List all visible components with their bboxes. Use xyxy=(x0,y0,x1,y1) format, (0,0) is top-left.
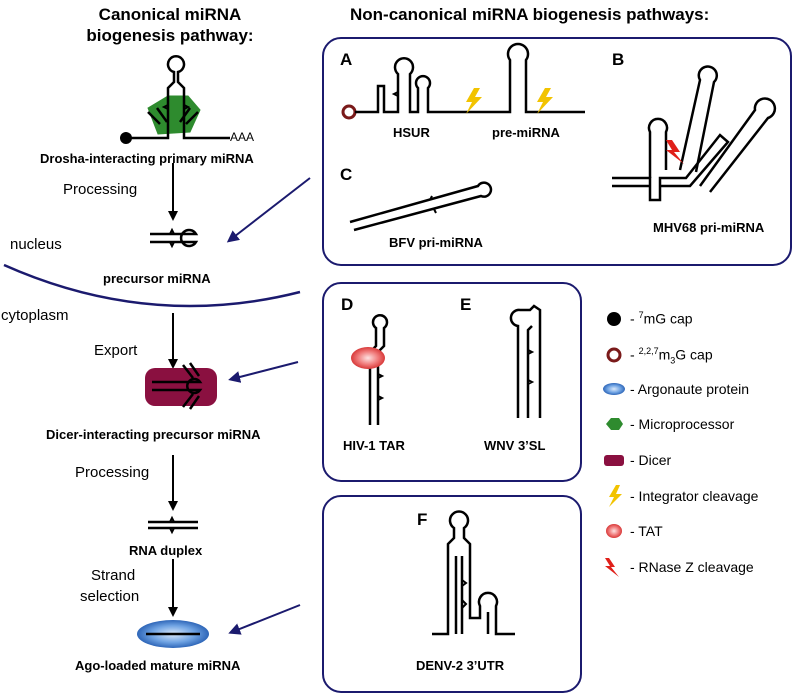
panel-d-structure xyxy=(351,314,389,425)
arrow-into-ago xyxy=(228,604,301,635)
legend-rnase-z-text: - RNase Z cleavage xyxy=(630,559,754,575)
panel-c-label: BFV pri-miRNA xyxy=(389,235,483,250)
panel-d-label: HIV-1 TAR xyxy=(343,438,405,453)
rna-duplex-structure xyxy=(148,515,198,535)
duplex-label: RNA duplex xyxy=(129,543,203,558)
panel-c-letter: C xyxy=(340,165,353,184)
aaa-tail-label: AAA xyxy=(230,130,255,144)
precursor-label: precursor miRNA xyxy=(103,271,211,286)
cytoplasm-label: cytoplasm xyxy=(1,307,69,324)
dicer-shape xyxy=(145,368,217,406)
legend-tat-text: - TAT xyxy=(630,523,663,539)
arrow-into-precursor xyxy=(226,177,311,243)
drosha-label: Drosha-interacting primary miRNA xyxy=(40,151,254,166)
panel-box-de xyxy=(322,282,582,482)
tat-shape xyxy=(351,347,385,369)
panel-a-structure xyxy=(341,42,585,120)
ago-loaded-structure xyxy=(137,620,209,648)
integrator-bolt-2 xyxy=(537,88,553,114)
panel-d-letter: D xyxy=(341,295,354,314)
precursor-mirna-structure xyxy=(150,227,199,249)
panel-c-structure xyxy=(349,181,493,232)
legend-227-cap-text: - 2,2,7m3G cap xyxy=(630,346,713,366)
panel-f-label: DENV-2 3’UTR xyxy=(416,658,505,673)
panel-e-letter: E xyxy=(460,295,472,314)
legend-integrator-icon xyxy=(609,485,622,507)
panel-e-label: WNV 3’SL xyxy=(484,438,546,453)
noncanonical-header: Non-canonical miRNA biogenesis pathways: xyxy=(350,5,710,24)
canonical-header-line1: Canonical miRNA xyxy=(98,5,242,24)
strand-label: Strand xyxy=(91,567,136,584)
panel-f-letter: F xyxy=(417,510,428,529)
panel-f-structure xyxy=(432,510,515,636)
legend-227-cap-icon xyxy=(606,347,622,363)
canonical-header-line2: biogenesis pathway: xyxy=(86,26,254,45)
legend-7mg-cap-icon xyxy=(607,312,621,326)
legend-tat-icon xyxy=(606,524,622,538)
legend-symbols xyxy=(603,312,625,577)
legend-7mg-cap-text: - 7mG cap xyxy=(630,310,693,327)
selection-label: selection xyxy=(80,588,140,605)
rnase-z-bolt xyxy=(666,140,684,164)
integrator-bolt-1 xyxy=(466,88,482,114)
panel-b-structure xyxy=(612,65,777,202)
nuclear-membrane xyxy=(3,263,301,308)
legend-integrator-text: - Integrator cleavage xyxy=(630,488,759,504)
legend-microprocessor-icon xyxy=(606,418,623,430)
panel-b-letter: B xyxy=(612,50,625,69)
legend-argonaute-text: - Argonaute protein xyxy=(630,381,750,397)
drosha-primary-mirna-structure xyxy=(120,55,230,144)
m227g-cap-ring xyxy=(341,104,357,120)
panel-box-abc xyxy=(322,37,792,266)
dicer-label: Dicer-interacting precursor miRNA xyxy=(46,427,261,442)
arrow-into-dicer xyxy=(228,361,299,383)
ago-label: Ago-loaded mature miRNA xyxy=(75,658,241,673)
panel-a-premirna-label: pre-miRNA xyxy=(492,125,560,140)
panel-e-structure xyxy=(509,304,542,418)
dicer-precursor-structure xyxy=(145,362,217,410)
microprocessor-shape xyxy=(147,95,201,135)
processing-2-label: Processing xyxy=(75,464,150,481)
legend-dicer-text: - Dicer xyxy=(630,452,672,468)
panel-a-hsur-label: HSUR xyxy=(393,125,430,140)
legend-dicer-icon xyxy=(604,455,624,466)
legend-microprocessor-text: - Microprocessor xyxy=(630,416,735,432)
nucleus-label: nucleus xyxy=(10,236,62,253)
panel-a-letter: A xyxy=(340,50,353,69)
legend-argonaute-icon xyxy=(603,383,625,395)
panel-b-label: MHV68 pri-miRNA xyxy=(653,220,765,235)
export-label: Export xyxy=(94,342,138,359)
legend-rnase-z-icon xyxy=(605,558,619,577)
panel-box-f xyxy=(322,495,582,693)
processing-1-label: Processing xyxy=(63,181,138,198)
